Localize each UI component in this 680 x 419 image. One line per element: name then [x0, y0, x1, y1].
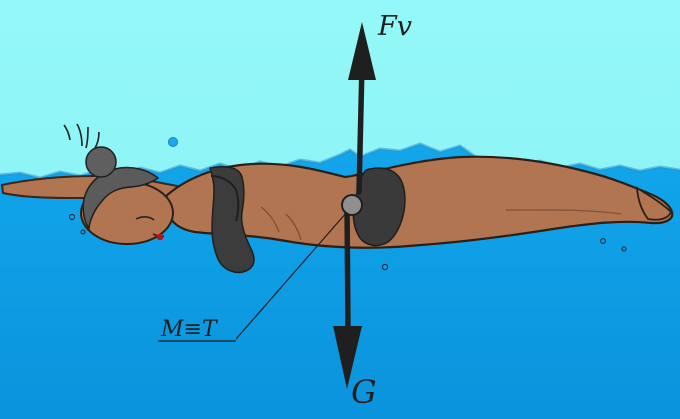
center-point-label: M≡T — [160, 317, 219, 342]
bubble — [622, 247, 626, 251]
bubble — [169, 138, 178, 147]
bubble — [382, 264, 387, 269]
bubble — [601, 239, 606, 244]
buoyancy-force-label: Fv — [377, 11, 412, 42]
weight-force-label: G — [351, 373, 377, 411]
weight-arrow-shaft — [347, 205, 348, 332]
bubble — [81, 230, 85, 234]
hair-bun — [86, 147, 116, 177]
center-point-marker — [342, 195, 362, 215]
buoyancy-arrow-shaft — [359, 65, 362, 192]
swimmer-lip — [157, 234, 164, 241]
bubble — [70, 215, 75, 220]
